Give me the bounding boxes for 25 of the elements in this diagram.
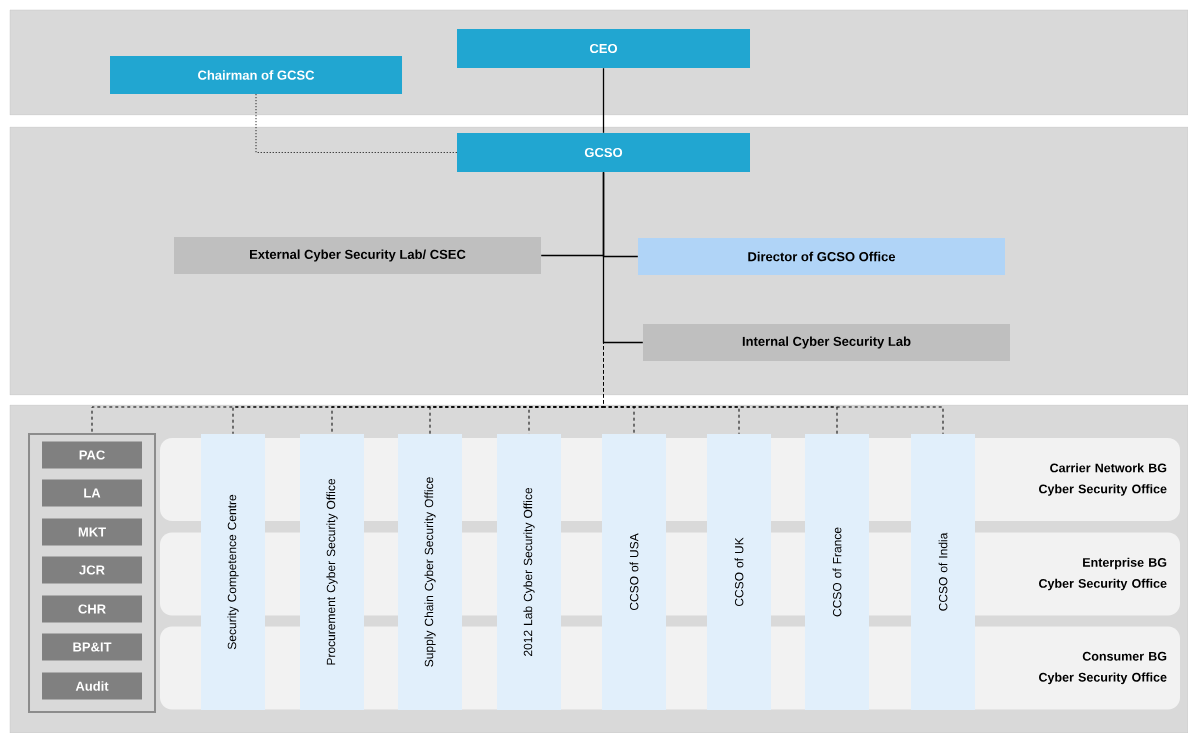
office-column: Procurement Cyber Security Office: [300, 434, 364, 710]
title-box: Chairman of GCSC: [110, 56, 402, 94]
function-box: Audit: [42, 672, 142, 700]
office-column: Security Competence Centre: [201, 434, 265, 710]
title-box: CEO: [457, 29, 750, 68]
function-box: PAC: [42, 441, 142, 469]
connector-line: [603, 171, 944, 435]
office-box: Director of GCSO Office: [638, 238, 1005, 275]
function-box: BP&IT: [42, 633, 142, 661]
lab-box: External Cyber Security Lab/ CSEC: [174, 237, 541, 274]
function-box: LA: [42, 479, 142, 507]
function-box: JCR: [42, 556, 142, 584]
office-column: Supply Chain Cyber Security Office: [398, 434, 462, 710]
group-frame: [28, 433, 156, 713]
office-column: CCSO of UK: [707, 434, 771, 710]
function-box: MKT: [42, 518, 142, 546]
office-column: CCSO of India: [911, 434, 975, 710]
lab-box: Internal Cyber Security Lab: [643, 324, 1010, 361]
office-column: CCSO of USA: [602, 434, 666, 710]
office-column: CCSO of France: [805, 434, 869, 710]
connector-line: [602, 67, 605, 134]
title-box: GCSO: [457, 133, 750, 172]
office-column: 2012 Lab Cyber Security Office: [497, 434, 561, 710]
connector-line: [255, 93, 458, 153]
function-box: CHR: [42, 595, 142, 623]
